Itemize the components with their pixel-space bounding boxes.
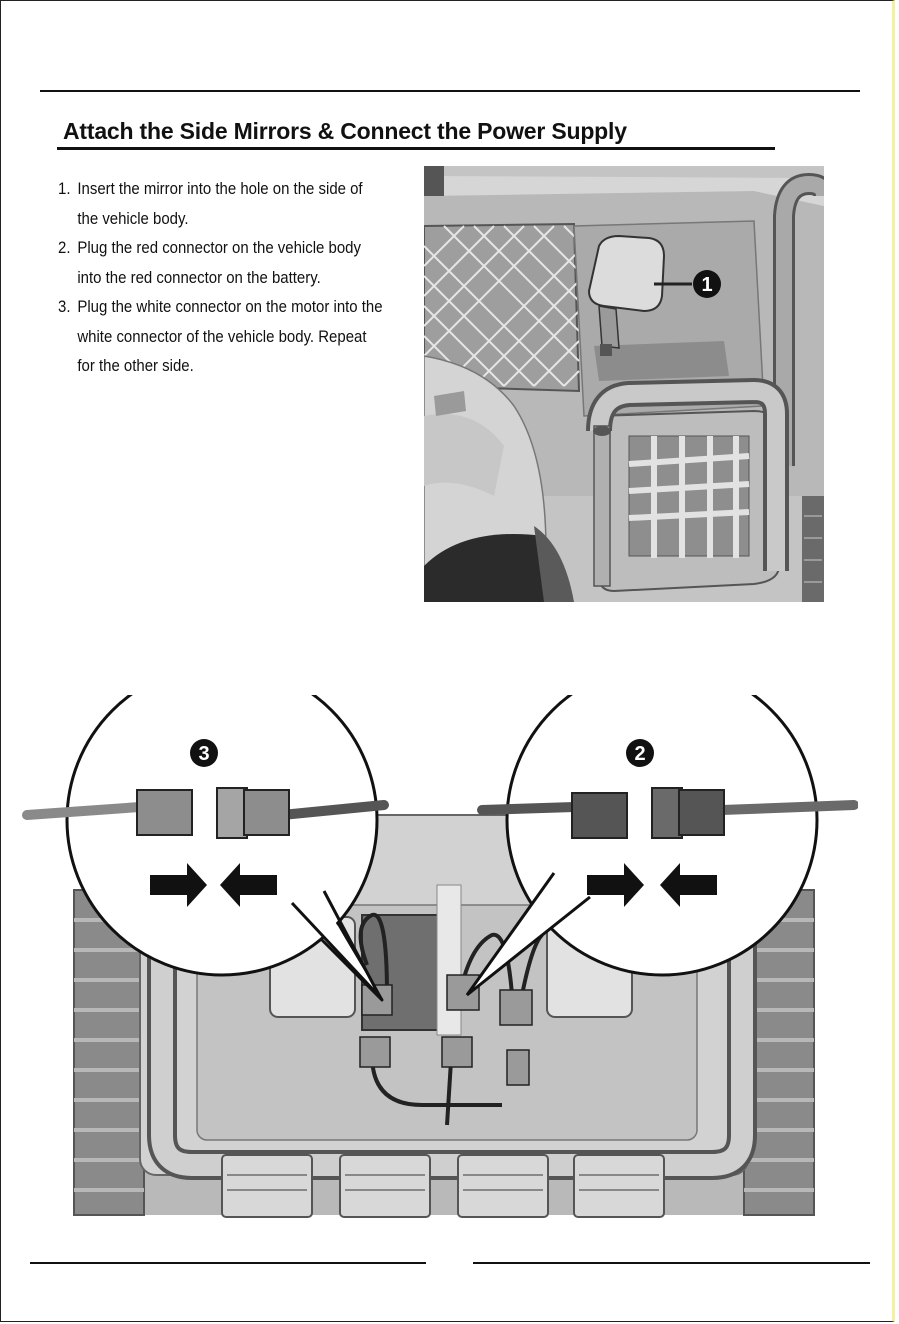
callout-label-1: 1 (701, 274, 712, 296)
instruction-step-1: 1.Insert the mirror into the hole on the… (58, 179, 363, 228)
instruction-step-3: 3.Plug the white connector on the motor … (58, 297, 383, 375)
arrow-left-icon (220, 863, 277, 907)
arrow-right-icon (587, 863, 644, 907)
instruction-step-2: 2.Plug the red connector on the vehicle … (58, 238, 361, 287)
door-grid (628, 435, 750, 557)
instruction-steps: 1.Insert the mirror into the hole on the… (58, 174, 384, 381)
callout-badge-2 (626, 739, 654, 767)
callout-badge-1 (693, 270, 721, 298)
mirror-illustration: 1 (424, 166, 824, 602)
header-rule (40, 90, 860, 92)
connector-illustration: 3 2 (22, 695, 858, 1218)
footer-rule-left (30, 1262, 426, 1264)
callout-badge-3 (190, 739, 218, 767)
left-connector-pair (136, 787, 290, 839)
right-connector-pair (571, 787, 725, 839)
mesh-grid (424, 225, 580, 387)
arrow-left-icon (660, 863, 717, 907)
footer-rule-right (473, 1262, 870, 1264)
section-title: Attach the Side Mirrors & Connect the Po… (63, 118, 627, 144)
title-underline (57, 147, 775, 150)
callout-label-2: 2 (634, 743, 645, 765)
callout-label-3: 3 (198, 743, 209, 765)
arrow-right-icon (150, 863, 207, 907)
